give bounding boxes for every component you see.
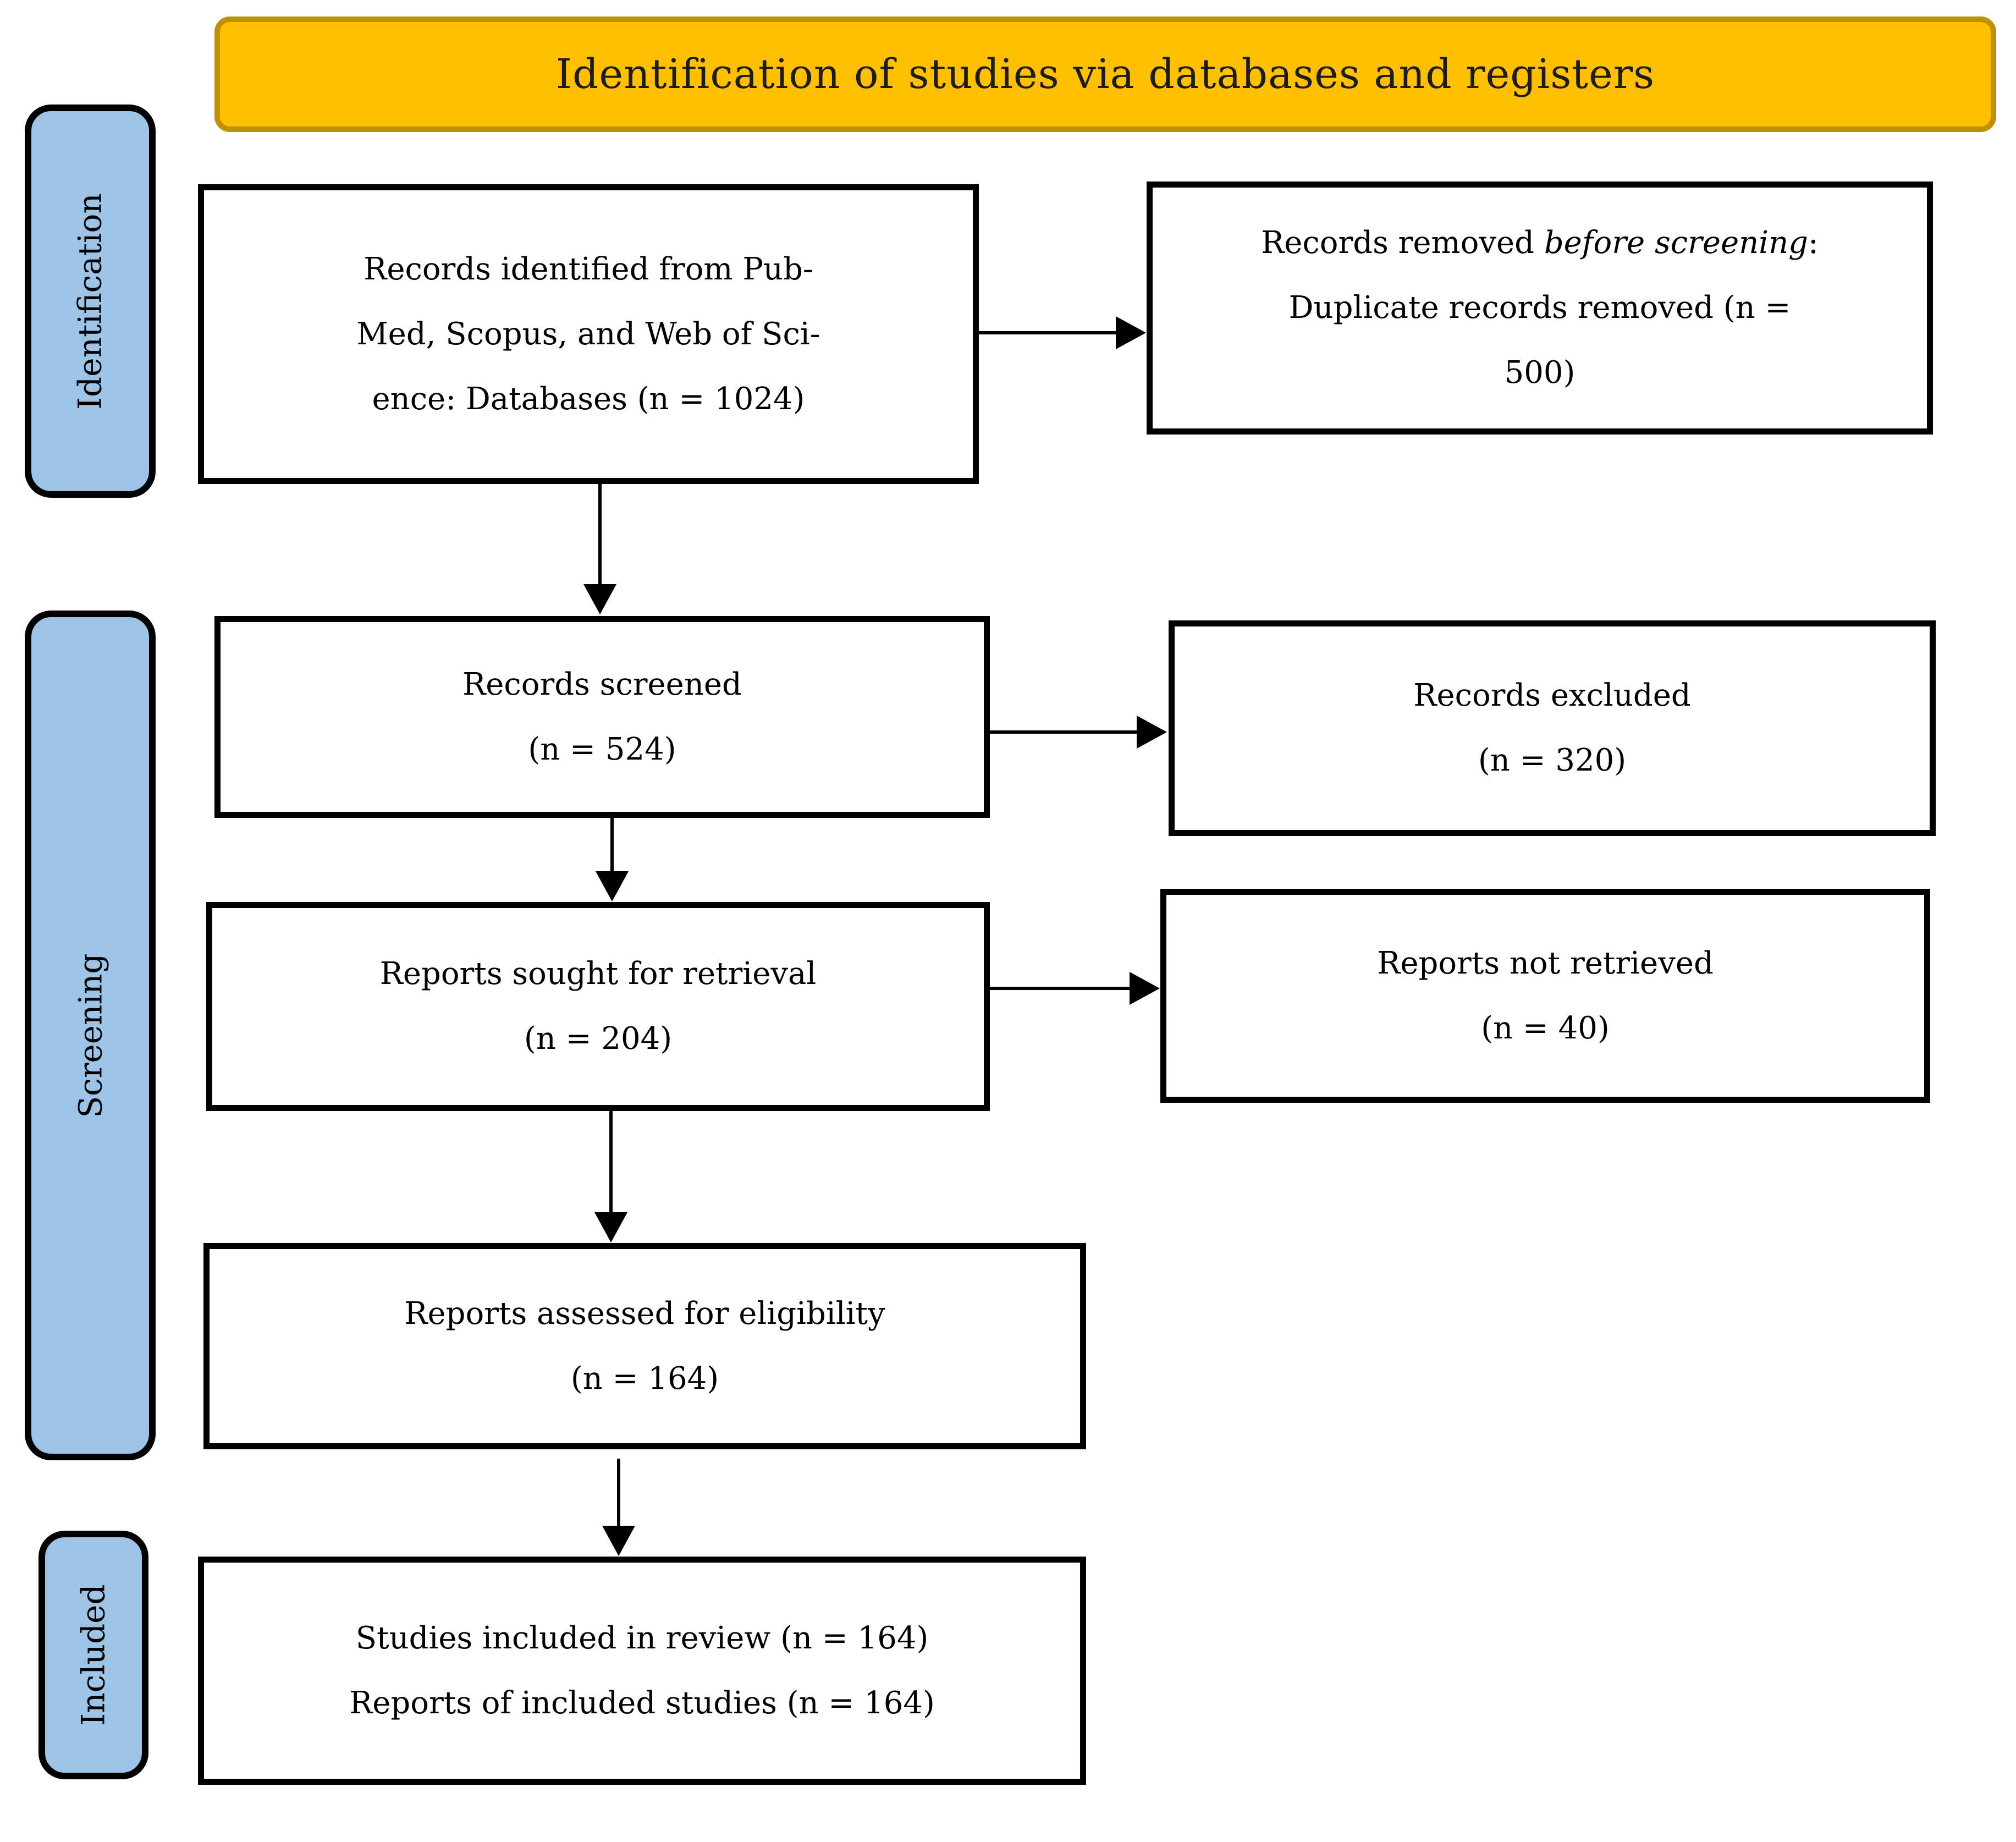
box-records-screened: Records screened (n = 524) [214, 616, 990, 818]
stage-included-label: Included [75, 1584, 113, 1726]
arrow-assessed-to-included [602, 1459, 635, 1556]
stage-identification: Identification [25, 105, 156, 498]
box-text-segment: Records removed [1261, 225, 1544, 261]
arrowhead-right-icon [1137, 716, 1167, 749]
stage-included: Included [38, 1531, 148, 1779]
banner-identification-via-databases: Identification of studies via databases … [214, 17, 1996, 132]
box-text-line: (n = 164) [570, 1360, 719, 1396]
arrow-sought-to-not-retrieved [990, 972, 1160, 1005]
stage-screening: Screening [25, 611, 156, 1460]
box-text-line: Duplicate records removed (n = [1288, 290, 1791, 326]
box-text-line: Records removed before screening: [1261, 211, 1819, 276]
arrowhead-down-icon [596, 871, 629, 901]
box-text-line: ence: Databases (n = 1024) [372, 381, 805, 417]
arrow-identified-to-screened [583, 484, 616, 614]
box-text-line: Records excluded [1413, 678, 1691, 713]
box-text-segment-italic: before screening [1544, 225, 1808, 261]
box-text-line: Studies included in review (n = 164) [355, 1620, 929, 1656]
box-text-line: (n = 204) [524, 1021, 673, 1057]
box-text-line: Reports assessed for eligibility [404, 1295, 885, 1332]
arrowhead-down-icon [583, 584, 616, 614]
box-reports-assessed: Reports assessed for eligibility (n = 16… [203, 1243, 1086, 1449]
arrowhead-down-icon [602, 1526, 635, 1556]
box-text-line: 500) [1504, 355, 1576, 391]
box-text-line: (n = 320) [1478, 743, 1627, 778]
box-records-excluded: Records excluded (n = 320) [1169, 620, 1936, 836]
arrowhead-right-icon [1130, 972, 1160, 1005]
box-reports-not-retrieved: Reports not retrieved (n = 40) [1160, 889, 1930, 1103]
box-text-line: Med, Scopus, and Web of Sci- [356, 316, 820, 352]
arrow-identified-to-removed [979, 316, 1146, 349]
box-studies-included: Studies included in review (n = 164) Rep… [198, 1557, 1086, 1785]
banner-title-text: Identification of studies via databases … [555, 51, 1655, 98]
box-text-line: (n = 40) [1481, 1010, 1610, 1046]
arrow-screened-to-excluded [990, 716, 1167, 749]
stage-identification-label: Identification [71, 193, 109, 410]
arrow-sought-to-assessed [594, 1111, 627, 1242]
box-reports-sought: Reports sought for retrieval (n = 204) [206, 902, 990, 1111]
box-records-identified: Records identified from Pub- Med, Scopus… [198, 184, 979, 484]
stage-screening-label: Screening [71, 953, 109, 1118]
box-text-line: Reports of included studies (n = 164) [349, 1685, 935, 1721]
box-text-line: Records screened [462, 666, 742, 702]
arrowhead-right-icon [1116, 316, 1146, 349]
arrow-screened-to-sought [596, 818, 629, 901]
box-text-line: Records identified from Pub- [363, 251, 813, 287]
box-records-removed-before-screening: Records removed before screening: Duplic… [1147, 182, 1933, 435]
box-text-segment: : [1808, 225, 1819, 261]
box-text-line: Reports not retrieved [1377, 945, 1714, 981]
arrowhead-down-icon [594, 1212, 627, 1242]
box-text-line: (n = 524) [528, 731, 676, 767]
box-text-line: Reports sought for retrieval [379, 956, 817, 992]
